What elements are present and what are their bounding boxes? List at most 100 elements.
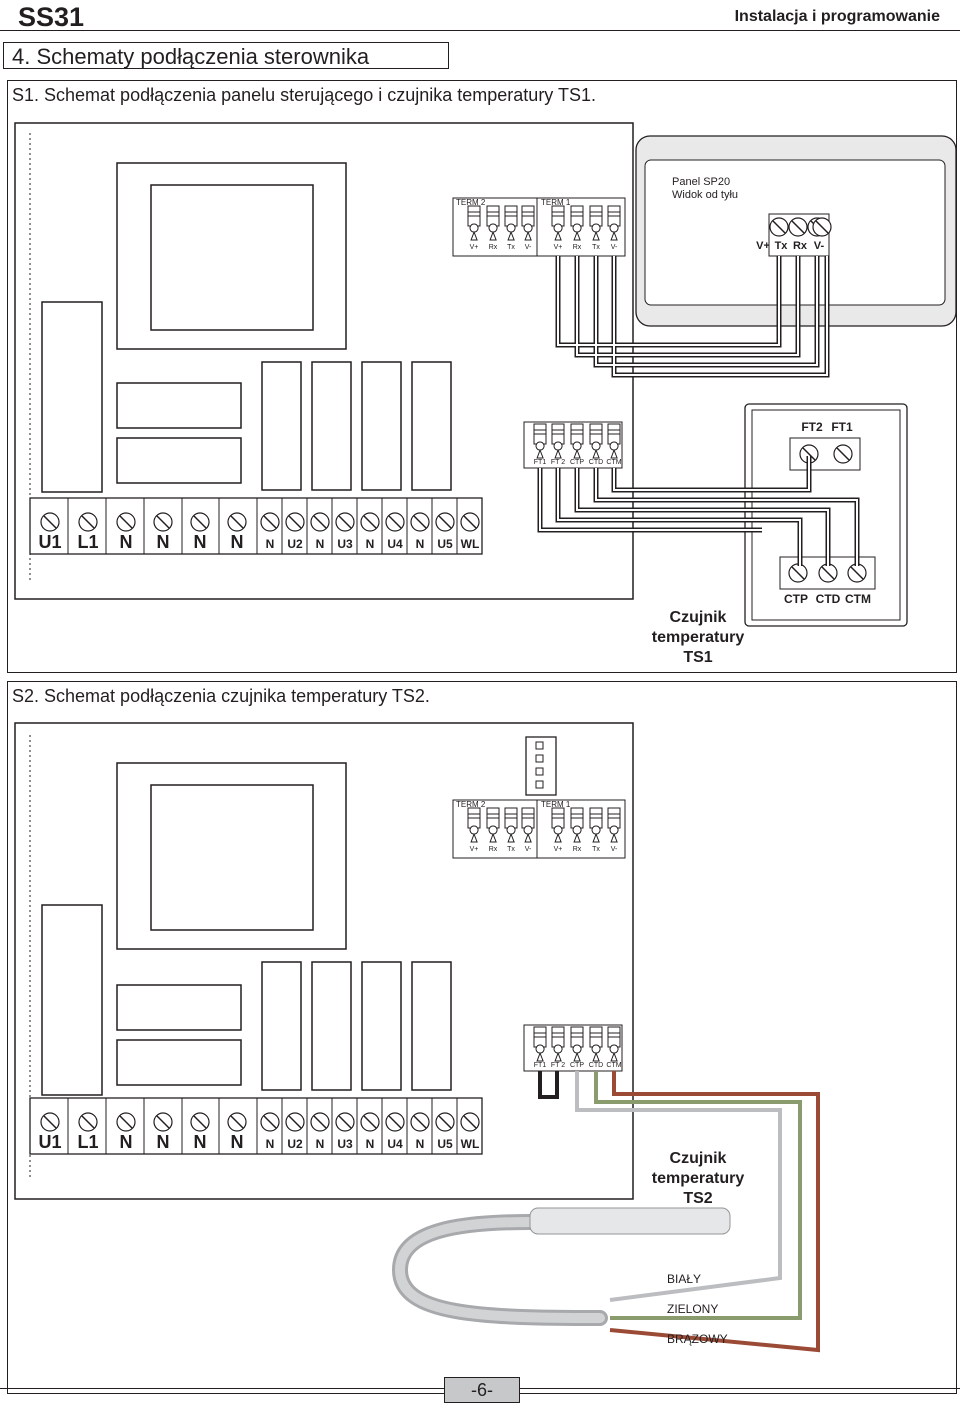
controller-board [14, 122, 634, 600]
term-pin-label: V+ [553, 846, 563, 853]
terminal-screw [335, 1112, 355, 1132]
terminal-screw [285, 512, 305, 532]
term-pin-label: Rx [572, 846, 582, 853]
diagram-s1-caption: S1. Schemat podłączenia panelu sterujące… [12, 85, 596, 105]
terminal-label: N [415, 1137, 425, 1151]
panel-pin-label: V- [813, 240, 825, 252]
terminal-label: N [265, 1137, 275, 1151]
terminal-screw [227, 1112, 247, 1132]
sensor-ts2-label-line3: TS2 [683, 1190, 713, 1207]
terminal-label: N [193, 532, 207, 552]
ft-pin-label: CTP [570, 459, 584, 466]
terminal-screw [410, 1112, 430, 1132]
wire-brown [609, 1071, 820, 1353]
terminal-label: N [265, 537, 275, 551]
terminal-screw [40, 1112, 60, 1132]
terminal-label: N [193, 1132, 207, 1152]
terminal-label: U2 [287, 537, 303, 551]
term1-label-s2: TERM 1 [541, 800, 571, 809]
sensor-ts1-label-line1: Czujnik [669, 609, 727, 626]
terminal-screw [190, 1112, 210, 1132]
sensor-ts1-label-line2: temperatury [651, 629, 745, 646]
wire-label-green: ZIELONY [667, 1302, 719, 1316]
panel-pin-label: Tx [774, 240, 788, 252]
ft-pin-label: FT 2 [550, 1062, 566, 1069]
terminal-label: N [156, 1132, 170, 1152]
terminal-label: U4 [387, 1137, 403, 1151]
term-pin-label: Rx [572, 244, 582, 251]
wire-label-white: BIAŁY [667, 1272, 702, 1286]
ft-pin-label: FT1 [533, 459, 547, 466]
term-pin-label: V- [524, 846, 532, 853]
sensor-bottom-screw [847, 563, 867, 583]
term2-label-s2: TERM 2 [456, 800, 486, 809]
terminal-screw [260, 1112, 280, 1132]
terminal-screw [116, 512, 136, 532]
terminal-screw [460, 512, 480, 532]
terminal-label: U2 [287, 1137, 303, 1151]
panel-title: Panel SP20 [672, 176, 731, 188]
chapter-title: Instalacja i programowanie [734, 8, 940, 25]
terminal-screw [385, 512, 405, 532]
terminal-screw [153, 1112, 173, 1132]
term-pin-label: Tx [507, 846, 515, 853]
ft-pin-label: FT1 [533, 1062, 547, 1069]
terminal-screw [78, 1112, 98, 1132]
sensor-bottom-screw [788, 563, 808, 583]
terminal-screw [227, 512, 247, 532]
terminal-screw [310, 512, 330, 532]
terminal-label: U5 [437, 1137, 453, 1151]
terminal-label: N [315, 537, 325, 551]
sensor-top-pin-label: FT1 [831, 420, 853, 434]
sensor-ts1-label: Czujnik temperatury TS1 [636, 608, 760, 668]
panel-terminal-screw [788, 217, 808, 237]
panel-terminal-screw [812, 217, 832, 237]
diagram-s1-frame [7, 80, 957, 673]
terminal-label: WL [460, 537, 480, 551]
terminal-screw [116, 1112, 136, 1132]
terminal-label: L1 [77, 1132, 99, 1152]
term-pin-label: Rx [488, 244, 498, 251]
sensor-top-screw [833, 444, 853, 464]
term-pin-label: Tx [592, 846, 600, 853]
ft-pin-label: CTD [588, 459, 604, 466]
panel-subtitle: Widok od tyłu [672, 189, 739, 201]
term-pin-label: V- [610, 846, 618, 853]
terminal-screw [335, 512, 355, 532]
section-title: 4. Schematy podłączenia sterownika [3, 42, 449, 69]
ft-pin-label: CTM [606, 459, 622, 466]
term-pin-label: V+ [469, 244, 479, 251]
wire-label-brown: BRĄZOWY [667, 1332, 728, 1346]
terminal-label: U5 [437, 537, 453, 551]
terminal-label: N [230, 1132, 244, 1152]
term-pin-label: V+ [469, 846, 479, 853]
terminal-label: N [119, 532, 133, 552]
ft-pin-label: CTD [588, 1062, 604, 1069]
sensor-ts2-probe [529, 1207, 731, 1235]
term2-label-s1: TERM 2 [456, 198, 486, 207]
terminal-screw [190, 512, 210, 532]
wire-green [594, 1071, 802, 1320]
sensor-bottom-screw [818, 563, 838, 583]
terminal-screw [360, 1112, 380, 1132]
term-pin-label: V- [610, 244, 618, 251]
panel-pin-label: V+ [756, 240, 770, 252]
terminal-screw [78, 512, 98, 532]
terminal-label: U3 [337, 1137, 353, 1151]
terminal-screw [410, 512, 430, 532]
terminal-label: U3 [337, 537, 353, 551]
sensor-top-pin-label: FT2 [801, 420, 823, 434]
terminal-screw [310, 1112, 330, 1132]
panel-pin-label: Rx [792, 240, 808, 252]
ft-pin-label: CTM [606, 1062, 622, 1069]
brand-title: SS31 [18, 2, 85, 32]
terminal-screw [385, 1112, 405, 1132]
terminal-screw [153, 512, 173, 532]
term-pin-label: Tx [592, 244, 600, 251]
terminal-label: L1 [77, 532, 99, 552]
header-divider [0, 30, 960, 31]
sensor-bottom-pin-label: CTM [845, 592, 871, 606]
diagram-s2-caption: S2. Schemat podłączenia czujnika tempera… [12, 686, 430, 706]
ft-pin-label: FT 2 [550, 459, 566, 466]
